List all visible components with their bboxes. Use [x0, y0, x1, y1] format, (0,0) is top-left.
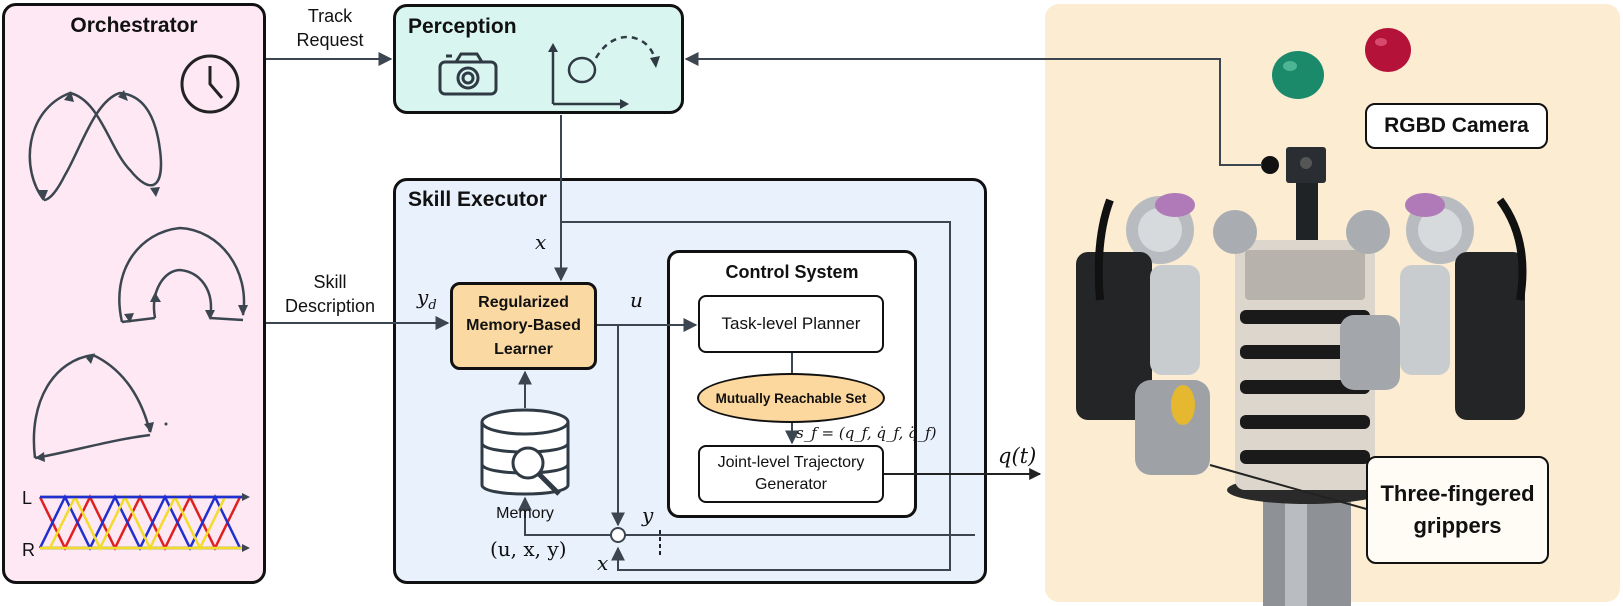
signal-yd-main: y: [417, 285, 429, 309]
gait-label-left: L: [22, 488, 33, 508]
learner-line-3: Learner: [494, 340, 553, 358]
signal-y: y: [642, 503, 654, 527]
signal-yd: yd: [417, 285, 437, 313]
database-icon: [480, 408, 570, 496]
camera-icon: [438, 52, 498, 96]
gripper-label: Three-fingered grippers: [1366, 456, 1549, 564]
gripper-label-line-2: grippers: [1413, 513, 1502, 538]
rgbd-camera-label: RGBD Camera: [1365, 103, 1548, 149]
mutually-reachable-set-label: Mutually Reachable Set: [715, 390, 867, 406]
tracking-icon: [551, 35, 657, 106]
joint-level-trajectory-generator: Joint-level Trajectory Generator: [698, 445, 884, 503]
orchestrator-title: Orchestrator: [70, 14, 198, 37]
clock-icon: [180, 54, 240, 114]
rgbd-camera-text: RGBD Camera: [1384, 114, 1529, 137]
signal-x-bottom: x: [597, 551, 609, 575]
skill-description-label: Skill Description: [268, 270, 392, 319]
right-gripper: [1340, 315, 1400, 390]
figure-eight-trajectory: [28, 91, 163, 202]
gripper-label-line-1: Three-fingered: [1380, 481, 1535, 507]
track-request-label: Track Request: [290, 4, 370, 53]
summation-node: [610, 527, 626, 543]
trajectory-generator-line-2: Generator: [754, 476, 828, 493]
gait-label-right: R: [22, 540, 35, 560]
skill-description-line-2: Description: [284, 296, 376, 317]
trajectory-generator-line-1: Joint-level Trajectory: [717, 454, 865, 472]
perception-title: Perception: [408, 15, 517, 38]
orchestrator-panel: [2, 3, 266, 584]
red-ball: [1365, 28, 1411, 72]
gait-pattern: [38, 494, 245, 551]
track-request-line-1: Track: [307, 6, 353, 26]
signal-yd-sub: d: [428, 298, 437, 313]
skill-description-line-1: Skill: [313, 272, 347, 292]
signal-u: u: [630, 288, 643, 312]
task-level-planner: Task-level Planner: [698, 295, 884, 353]
memory-based-learner: Regularized Memory-Based Learner: [450, 282, 597, 370]
learner-line-2: Memory-Based: [466, 317, 581, 335]
control-system-title: Control System: [725, 262, 859, 282]
camera-ball-sensor: [1261, 156, 1279, 174]
learner-line-1: Regularized: [478, 294, 569, 312]
track-request-line-2: Request: [296, 30, 364, 51]
memory-label: Memory: [496, 505, 554, 522]
perception-panel: [393, 4, 684, 114]
skill-executor-title: Skill Executor: [408, 188, 547, 211]
mutually-reachable-set: Mutually Reachable Set: [697, 373, 885, 423]
memory-tuple: (u, x, y): [490, 537, 567, 561]
signal-q-t: q(t): [998, 444, 1037, 468]
signal-x-top: x: [535, 230, 547, 254]
task-level-planner-label: Task-level Planner: [721, 313, 861, 333]
triangle-trajectory: [32, 353, 152, 460]
state-label: s_f = (q_f, q̇_f, q̈_f): [796, 424, 937, 442]
arch-trajectory: [118, 226, 246, 324]
